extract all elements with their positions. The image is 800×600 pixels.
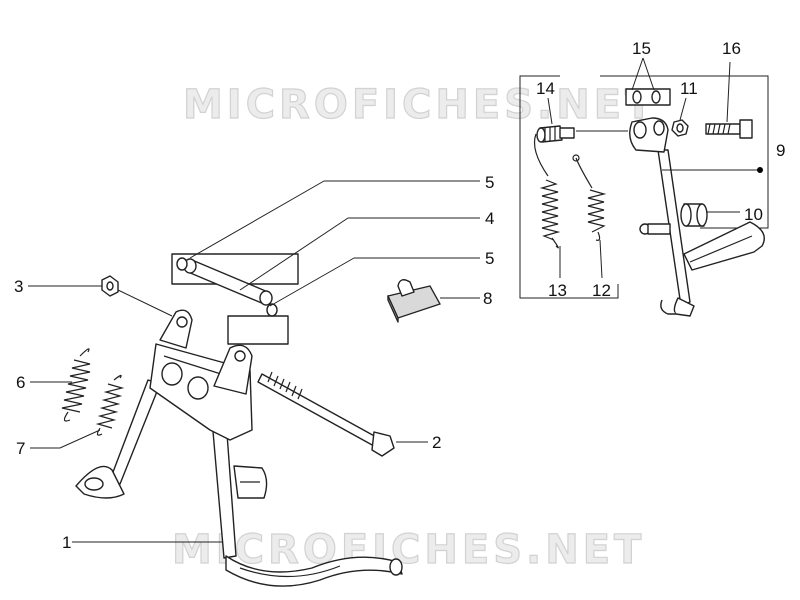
callout-15: 15 [632, 39, 651, 58]
side-stand-spring-small [572, 154, 607, 241]
side-stand [629, 117, 765, 317]
nut-small [671, 119, 689, 137]
rubber-bushing [680, 203, 708, 227]
callout-6: 6 [16, 373, 25, 392]
callout-16: 16 [722, 39, 741, 58]
side-stand-kit-box [519, 75, 769, 299]
callout-1: 1 [62, 533, 71, 552]
rubber-block [387, 279, 441, 323]
long-bolt [257, 371, 395, 457]
washers [625, 88, 671, 106]
center-stand [75, 309, 403, 587]
kit-leaders [547, 57, 763, 279]
callout-2: 2 [432, 433, 441, 452]
callout-9: 9 [776, 141, 785, 160]
callout-12: 12 [592, 281, 611, 300]
callout-7: 7 [16, 439, 25, 458]
callout-14: 14 [536, 79, 555, 98]
watermark-top: MICROFICHES.NET [183, 82, 656, 128]
nut-3 [101, 275, 119, 297]
watermark-bottom: MICROFICHES.NET [172, 527, 645, 573]
callout-4: 4 [485, 209, 494, 228]
pivot-pipe [171, 253, 299, 345]
callout-11: 11 [680, 79, 698, 98]
main-leaders [28, 180, 480, 543]
callout-8: 8 [483, 289, 492, 308]
callout-10: 10 [744, 205, 763, 224]
callout-5-bottom: 5 [485, 249, 494, 268]
bolt-16 [705, 119, 753, 139]
center-stand-spring-small [95, 374, 125, 436]
callout-labels: 1 2 3 4 5 5 6 7 8 9 10 11 12 13 14 15 16 [14, 39, 785, 552]
callout-13: 13 [548, 281, 567, 300]
stand-pin [536, 125, 575, 143]
side-stand-spring-large [533, 133, 561, 249]
callout-5-top: 5 [485, 173, 494, 192]
callout-3: 3 [14, 277, 23, 296]
center-stand-spring-large [61, 348, 91, 422]
